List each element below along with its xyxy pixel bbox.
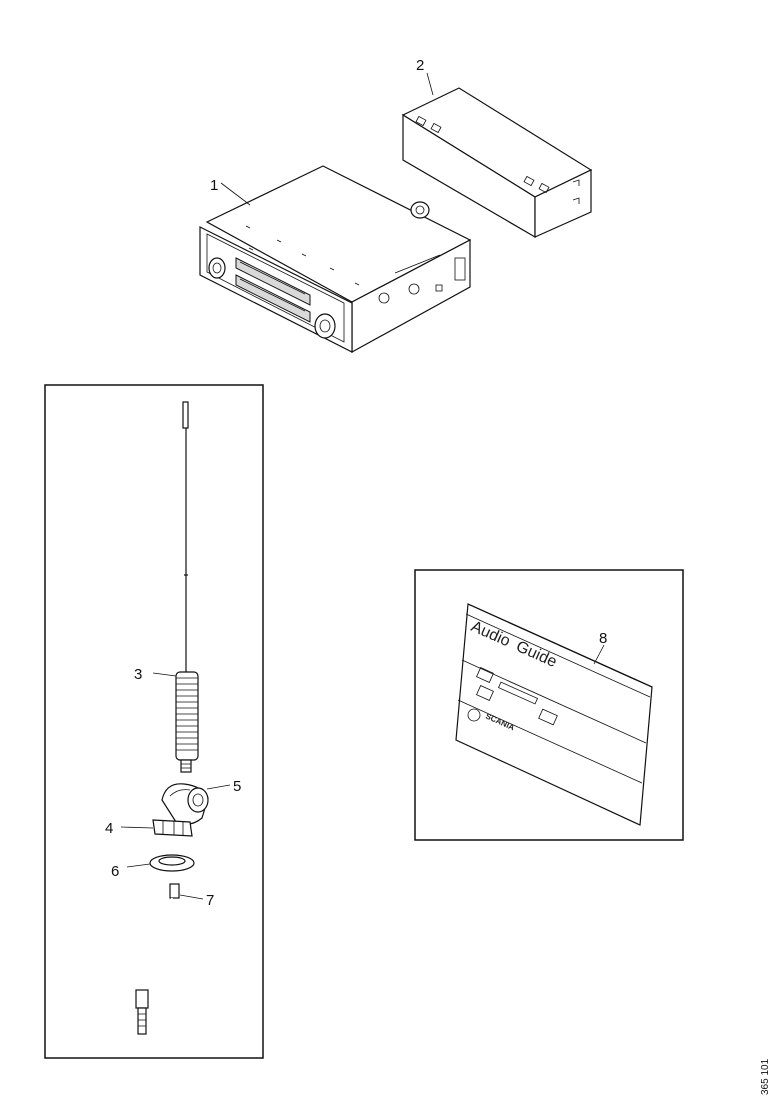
callout-8: 8 bbox=[599, 630, 607, 647]
antenna-washer bbox=[149, 854, 195, 872]
radio-unit bbox=[199, 165, 472, 354]
antenna-spring bbox=[175, 671, 199, 773]
callout-3: 3 bbox=[134, 666, 142, 683]
leader-5 bbox=[206, 784, 231, 790]
leader-2 bbox=[426, 72, 434, 96]
antenna-elbow-base bbox=[161, 783, 209, 825]
audio-guide-booklet: Audio Guide SCANIA bbox=[455, 603, 653, 826]
antenna-nut bbox=[152, 819, 193, 837]
leader-7 bbox=[179, 894, 204, 900]
leader-3 bbox=[152, 672, 177, 677]
leader-1 bbox=[220, 182, 251, 206]
callout-7: 7 bbox=[206, 892, 214, 909]
callout-6: 6 bbox=[111, 863, 119, 880]
callout-4: 4 bbox=[105, 820, 113, 837]
leader-8 bbox=[593, 644, 605, 665]
callout-5: 5 bbox=[233, 778, 241, 795]
leader-4 bbox=[120, 826, 154, 829]
callout-1: 1 bbox=[210, 177, 218, 194]
antenna-whip bbox=[182, 401, 189, 672]
leader-6 bbox=[126, 863, 151, 868]
mounting-sleeve bbox=[401, 87, 593, 239]
antenna-cable bbox=[135, 883, 180, 1035]
antenna-kit-frame bbox=[44, 384, 264, 1059]
document-id: 365 101 bbox=[760, 1058, 771, 1095]
audio-guide-frame bbox=[414, 569, 684, 841]
callout-2: 2 bbox=[416, 57, 424, 74]
